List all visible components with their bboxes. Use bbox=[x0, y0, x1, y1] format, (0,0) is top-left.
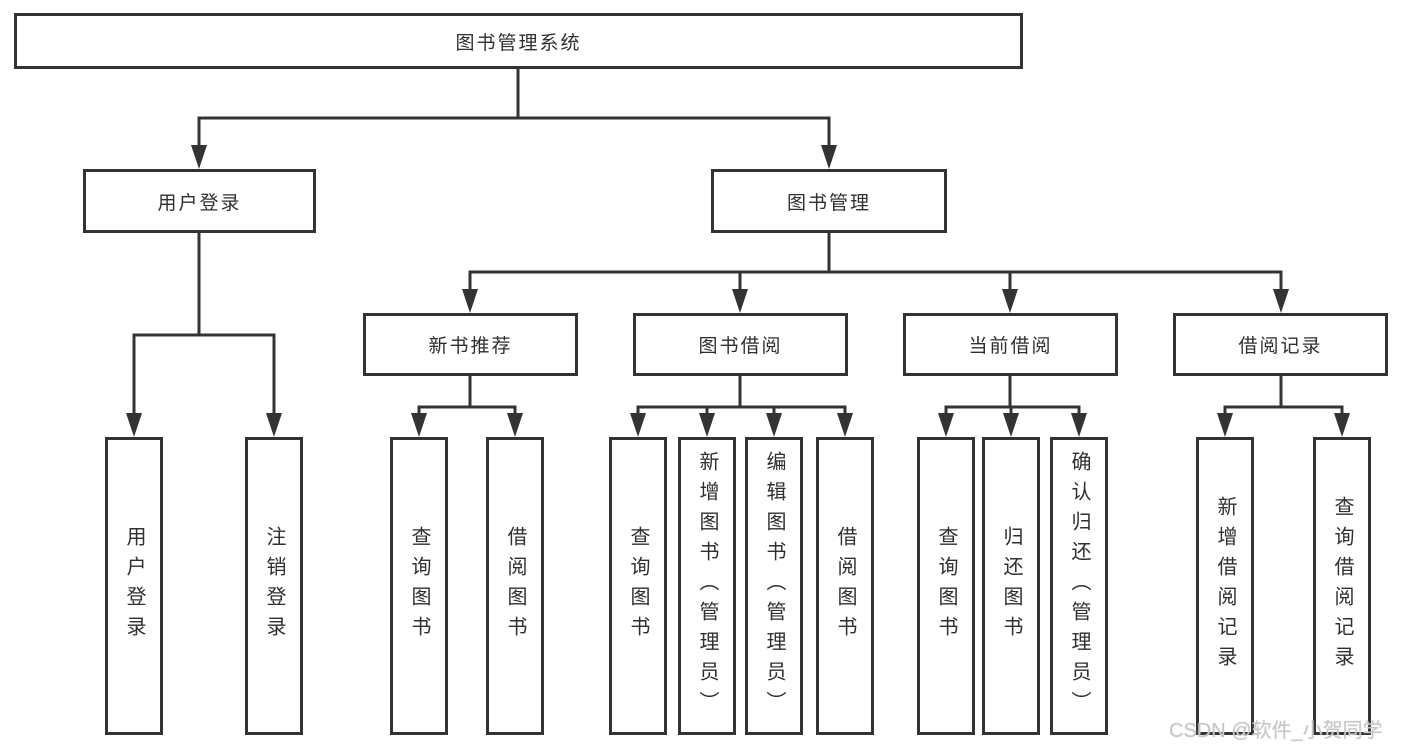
arrowhead bbox=[821, 145, 837, 169]
leaf-record-query-label: 查询借阅记录 bbox=[1331, 496, 1353, 676]
leaf-borrow-edit-admin-label: 编辑图书（管理员） bbox=[763, 451, 785, 721]
leaf-user-login-label: 用户登录 bbox=[123, 526, 145, 646]
leaf-logout-login: 注销登录 bbox=[245, 437, 303, 735]
leaf-record-query: 查询借阅记录 bbox=[1313, 437, 1371, 735]
leaf-borrow-borrow-label: 借阅图书 bbox=[834, 526, 856, 646]
arrowhead bbox=[699, 413, 715, 437]
node-user-login: 用户登录 bbox=[83, 169, 316, 233]
arrowhead bbox=[1273, 289, 1289, 313]
arrowhead bbox=[837, 413, 853, 437]
leaf-borrow-query: 查询图书 bbox=[609, 437, 667, 735]
leaf-current-confirm-admin-label: 确认归还（管理员） bbox=[1068, 451, 1090, 721]
node-current-borrow-label: 当前借阅 bbox=[968, 336, 1053, 357]
arrowhead bbox=[266, 413, 282, 437]
arrowhead bbox=[1217, 413, 1233, 437]
leaf-user-login: 用户登录 bbox=[105, 437, 163, 735]
leaf-borrow-add-admin: 新增图书（管理员） bbox=[678, 437, 736, 735]
arrowhead bbox=[126, 413, 142, 437]
connector-borrow-record bbox=[1223, 374, 1344, 416]
leaf-record-add-label: 新增借阅记录 bbox=[1214, 496, 1236, 676]
arrowhead bbox=[1003, 413, 1019, 437]
node-book-borrow: 图书借阅 bbox=[633, 313, 848, 376]
node-current-borrow: 当前借阅 bbox=[903, 313, 1118, 376]
leaf-current-return: 归还图书 bbox=[982, 437, 1040, 735]
leaf-current-confirm-admin: 确认归还（管理员） bbox=[1050, 437, 1108, 735]
connector-user-login bbox=[132, 231, 276, 416]
arrowhead bbox=[1071, 413, 1087, 437]
node-new-book-recommend: 新书推荐 bbox=[363, 313, 578, 376]
node-book-management-label: 图书管理 bbox=[786, 192, 871, 214]
arrowhead bbox=[732, 289, 748, 313]
leaf-record-add: 新增借阅记录 bbox=[1196, 437, 1254, 735]
leaf-newbook-borrow-label: 借阅图书 bbox=[504, 526, 526, 646]
node-borrow-record: 借阅记录 bbox=[1173, 313, 1388, 376]
leaf-borrow-borrow: 借阅图书 bbox=[816, 437, 874, 735]
arrowhead bbox=[411, 413, 427, 437]
node-book-borrow-label: 图书借阅 bbox=[698, 336, 783, 357]
node-root-label: 图书管理系统 bbox=[455, 32, 582, 54]
node-root: 图书管理系统 bbox=[14, 13, 1023, 69]
leaf-current-query: 查询图书 bbox=[917, 437, 975, 735]
leaf-newbook-query-label: 查询图书 bbox=[408, 526, 430, 646]
leaf-current-query-label: 查询图书 bbox=[935, 526, 957, 646]
node-user-login-label: 用户登录 bbox=[157, 192, 242, 214]
leaf-newbook-borrow: 借阅图书 bbox=[486, 437, 544, 735]
node-new-book-recommend-label: 新书推荐 bbox=[428, 336, 513, 357]
leaf-borrow-add-admin-label: 新增图书（管理员） bbox=[696, 451, 718, 721]
arrowhead bbox=[1334, 413, 1350, 437]
arrowhead bbox=[630, 413, 646, 437]
arrowhead bbox=[507, 413, 523, 437]
arrowhead bbox=[766, 413, 782, 437]
arrowhead bbox=[191, 145, 207, 169]
connector-book-borrow bbox=[636, 374, 847, 416]
leaf-newbook-query: 查询图书 bbox=[390, 437, 448, 735]
leaf-borrow-query-label: 查询图书 bbox=[627, 526, 649, 646]
leaf-current-return-label: 归还图书 bbox=[1000, 526, 1022, 646]
connector-book-management bbox=[468, 231, 1283, 293]
arrowhead bbox=[462, 289, 478, 313]
arrowhead bbox=[938, 413, 954, 437]
connector-root bbox=[197, 67, 831, 149]
arrowhead bbox=[1002, 289, 1018, 313]
node-book-management: 图书管理 bbox=[711, 169, 947, 233]
leaf-borrow-edit-admin: 编辑图书（管理员） bbox=[745, 437, 803, 735]
leaf-logout-login-label: 注销登录 bbox=[263, 526, 285, 646]
node-borrow-record-label: 借阅记录 bbox=[1238, 336, 1323, 357]
connector-new-book bbox=[417, 374, 517, 416]
connector-current-borrow bbox=[944, 374, 1081, 416]
watermark: CSDN @软件_小贺同学 bbox=[1169, 720, 1383, 742]
